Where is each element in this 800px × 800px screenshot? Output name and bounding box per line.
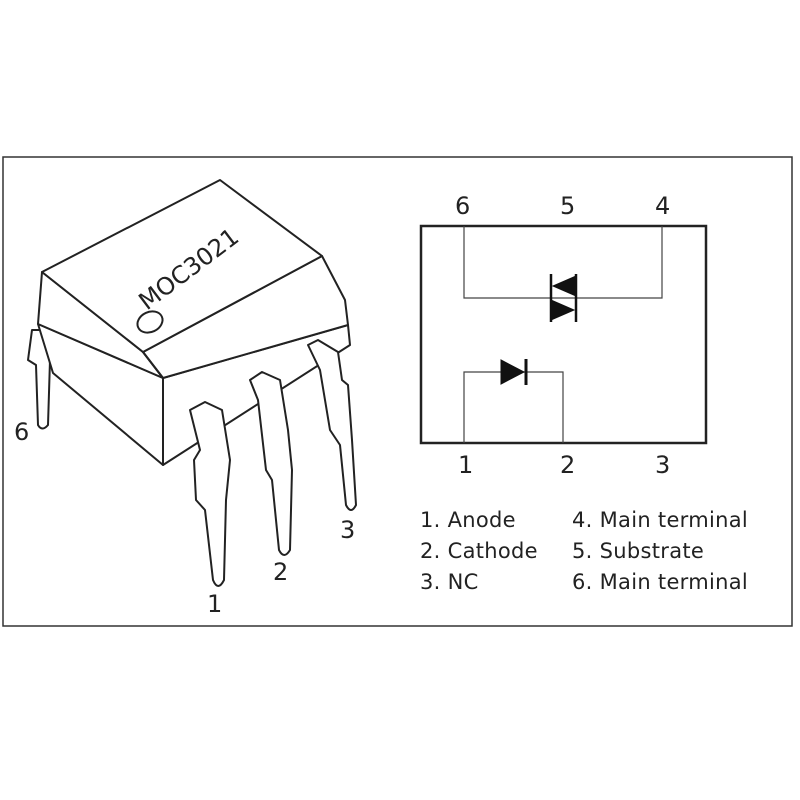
pin-6 (27, 329, 51, 430)
diode-symbol-icon (500, 359, 528, 385)
legend-num: 3. (420, 570, 441, 594)
pin-1 (189, 401, 231, 587)
legend-item-2: 2. Cathode (420, 539, 538, 563)
legend-num: 2. (420, 539, 441, 563)
legend-item-1: 1. Anode (420, 508, 516, 532)
frame-border (2, 156, 793, 627)
pin-2 (249, 371, 293, 556)
legend-item-5: 5. Substrate (572, 539, 704, 563)
triac-symbol-icon (549, 274, 578, 322)
chip-pin-label-2: 2 (273, 558, 288, 586)
schematic-pin-5: 5 (560, 192, 575, 220)
legend-item-4: 4. Main terminal (572, 508, 748, 532)
legend-name: Main terminal (599, 508, 749, 532)
schematic-pin-3: 3 (655, 451, 670, 479)
chip-pin-label-1: 1 (207, 590, 222, 618)
chip-pin-label-3: 3 (340, 516, 355, 544)
legend-name: Main terminal (599, 570, 749, 594)
diode-wiring (463, 371, 564, 443)
legend-name: Cathode (447, 539, 538, 563)
triac-wiring (463, 226, 663, 299)
legend-item-3: 3. NC (420, 570, 479, 594)
chip-illustration (27, 179, 357, 587)
schematic-pin-2: 2 (560, 451, 575, 479)
schematic: 6 5 4 1 2 3 (419, 192, 708, 479)
pin1-marker-circle (136, 310, 164, 334)
legend-name: Substrate (599, 539, 705, 563)
legend-num: 1. (420, 508, 441, 532)
legend-num: 5. (572, 539, 593, 563)
schematic-pin-1: 1 (458, 451, 473, 479)
legend-num: 6. (572, 570, 593, 594)
schematic-pin-4: 4 (655, 192, 670, 220)
chip-pin-label-6: 6 (14, 418, 29, 446)
pin-3 (307, 339, 357, 511)
legend-item-6: 6. Main terminal (572, 570, 748, 594)
legend-name: Anode (447, 508, 516, 532)
legend-name: NC (447, 570, 479, 594)
schematic-pin-6: 6 (455, 192, 470, 220)
legend-num: 4. (572, 508, 593, 532)
